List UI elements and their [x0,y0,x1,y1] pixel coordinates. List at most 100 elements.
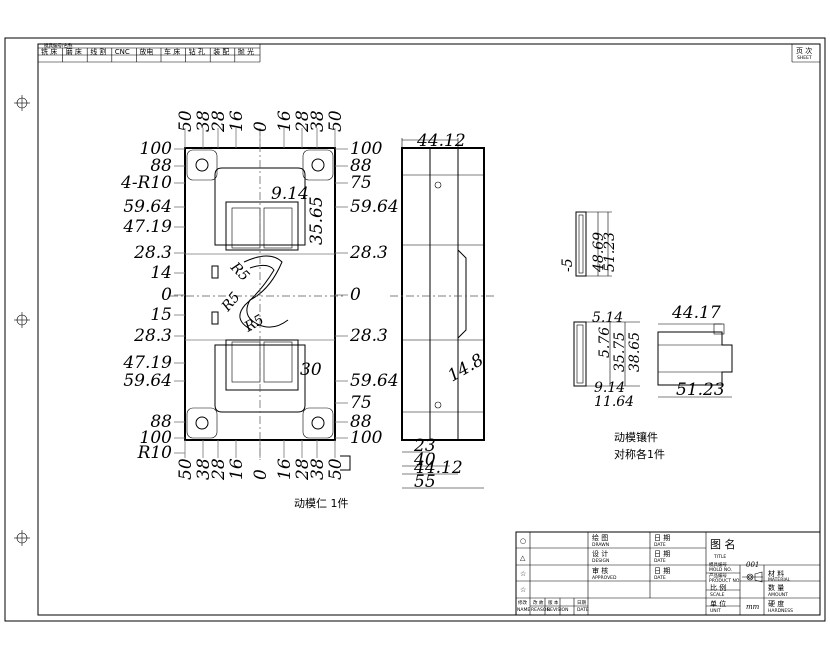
left-dim-label: 4-R10 [120,173,172,193]
right-dim-label: 28.3 [349,243,388,263]
detail-b-label-1: 5.14 [592,310,623,326]
top-dim-label: 16 [275,110,295,132]
process-cell: 磨 床 [66,47,82,56]
detail-c-label-2: 51.23 [676,380,725,400]
rev-header-1: 修改 [518,599,527,606]
detail-a: -5 48.69 51.23 [560,211,618,277]
rev-header-3: 版 本 [548,599,559,606]
bottom-dim-label: 50 [326,458,346,480]
bottom-dim-label: 50 [176,458,196,480]
top-dim-label: 50 [326,110,346,132]
right-dim-label: 75 [350,393,372,413]
product-no-label: 产品编号 [709,572,727,579]
rev-symbol-2: △ [520,554,526,562]
insert-caption-1: 动模镶件 [614,430,658,444]
top-dim-label: 0 [251,121,271,132]
left-dim-label: 88 [150,156,172,176]
right-dim-label: 88 [350,156,372,176]
top-dim-label: 16 [227,110,247,132]
hardness-label: 硬 度 [768,599,784,608]
right-dim-label: 88 [350,412,372,432]
date-label-3: 日 期 [654,567,670,575]
rev-header-4: 日期 [577,600,586,606]
process-cell: 装 配 [213,47,229,56]
side-bottom-dim: 55 [414,472,436,492]
side-bottom-dim: 44.12 [413,458,463,478]
right-dim-label: 75 [350,173,372,193]
right-dim-label: 0 [350,285,361,305]
right-dim-label: 59.64 [350,197,399,217]
mold-no-label: 模具编号 [709,561,727,568]
side-outline [401,147,485,441]
curve-label-1: R5 [226,259,252,285]
rev-sub-1: NAME [517,607,530,613]
datum-symbol [340,455,351,471]
left-dim-label: 47.19 [122,353,172,373]
material-label: 材 料 [768,569,784,578]
date-en-3: DATE [654,575,666,581]
material-en: MATERIAL [768,577,791,583]
top-dim-label: 38 [308,110,328,132]
detail-b-label-4: 38.65 [627,332,643,372]
side-top-dim: 44.12 [416,131,466,151]
bottom-dim-label: 16 [275,458,295,480]
bottom-dim-label: 38 [194,458,214,480]
mold-no-en: MOLD NO. [709,567,732,573]
lower-pocket [214,344,306,413]
approved-label: 审 核 [592,566,608,575]
title-en: TITLE [713,554,726,560]
page-sub: SHEET [797,55,812,61]
date-label-1: 日 期 [654,534,670,542]
title-label: 图 名 [710,537,736,551]
rev-sub-2: REASON [531,607,550,613]
drawing-number: 001 [746,561,759,569]
top-dim-label: 28 [209,110,229,133]
rev-header-2: 改 故 [533,599,544,606]
process-cell: 车 床 [164,47,180,56]
side-bottom-dim: 23 [413,436,436,456]
projection-symbol-icon [742,571,763,583]
process-table-caption: 模具编号/名称 [44,42,73,49]
left-dim-label: 28.3 [133,326,172,346]
process-cell: 钻 孔 [189,47,205,56]
title-block: ○ △ ☆ ☆ 修改 改 故 版 本 日期 NAME REASON REVISI… [515,531,821,616]
left-dim-label: R10 [137,443,173,463]
product-no-en: PRODUCT NO. [709,578,741,584]
process-cell: 抛 光 [238,47,254,56]
front-view-caption: 动模仁 1件 [294,497,349,510]
bottom-dim-label: 0 [251,469,271,480]
detail-a-label-3: 51.23 [602,232,618,272]
insert-caption-2: 对称各1件 [614,447,665,461]
detail-b-label-3: 35.75 [612,332,628,372]
right-dim-label: 59.64 [350,371,399,391]
unit-en: UNIT [710,608,721,614]
date-en-1: DATE [654,542,666,548]
left-dim-label: 59.64 [123,197,172,217]
unit-label: 单 位 [710,599,726,608]
dim-inner-30: 30 [300,360,322,380]
inner-frame [37,43,821,616]
amount-en: AMOUNT [768,592,788,598]
left-dim-label: 28.3 [133,243,172,263]
designed-en: DESIGN [592,558,609,564]
rev-symbol-4: ☆ [520,586,526,594]
date-en-2: DATE [654,558,666,564]
side-angle-dim: 14.8 [445,350,488,386]
corner-holes [186,149,334,439]
upper-pocket [214,167,306,246]
drawn-en: DRAWN [592,542,609,548]
right-dim-label: 28.3 [349,326,388,346]
bottom-dim-label: 16 [227,458,247,480]
dim-inner-35-65: 35.65 [307,196,327,245]
detail-b-label-2: 5.76 [597,327,613,358]
side-bottom-dim: 40 [413,450,436,470]
detail-b-label-5: 9.14 [594,380,625,396]
bottom-dim-label: 38 [308,458,328,480]
process-cell: 放电 [139,47,153,56]
registration-marks [14,95,30,546]
process-cell: 铣 床 [41,47,57,56]
left-dim-label: 100 [140,139,173,159]
